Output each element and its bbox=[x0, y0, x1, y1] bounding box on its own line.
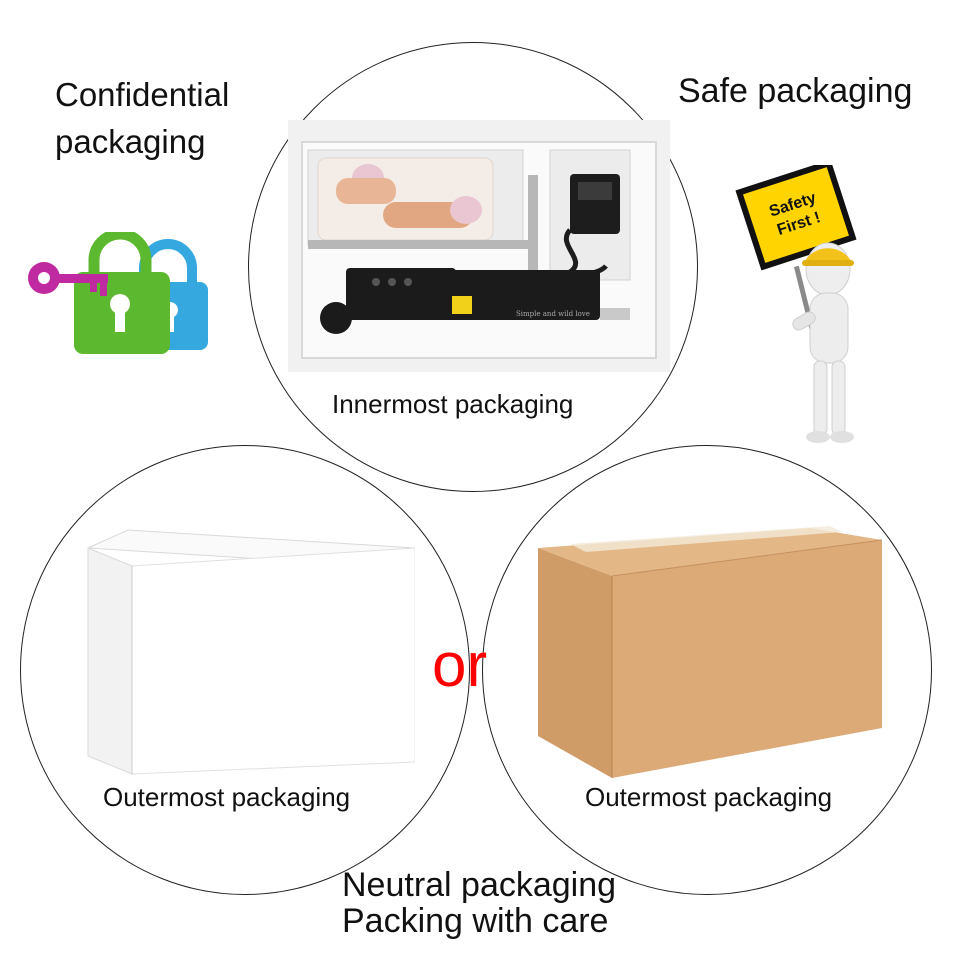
outermost-left-circle bbox=[20, 445, 470, 895]
safety-sign-icon: Safety First ! bbox=[735, 165, 857, 374]
outermost-right-circle bbox=[482, 445, 932, 895]
safety-first-figure: Safety First ! bbox=[735, 165, 857, 443]
neutral-packaging-text: Neutral packaging bbox=[342, 866, 617, 904]
outermost-caption-right: Outermost packaging bbox=[585, 782, 833, 812]
metal-rod bbox=[528, 175, 538, 285]
white-box-image bbox=[87, 529, 415, 775]
confidential-heading-line2: packaging bbox=[55, 122, 206, 160]
outermost-caption-left: Outermost packaging bbox=[103, 782, 351, 812]
lock-icon bbox=[28, 232, 208, 354]
confidential-heading-line1: Confidential bbox=[55, 76, 230, 113]
innermost-packaging-image: Simple and wild love bbox=[288, 120, 670, 372]
packing-tape bbox=[570, 526, 842, 552]
key-icon bbox=[28, 262, 108, 296]
cardboard-box-image bbox=[538, 526, 883, 778]
device-label: Simple and wild love bbox=[516, 310, 590, 318]
or-text: or bbox=[432, 631, 488, 700]
attachment-items bbox=[336, 164, 482, 228]
innermost-circle bbox=[248, 42, 698, 492]
confidential-heading: Confidential packaging bbox=[55, 76, 229, 161]
machine-body: Simple and wild love bbox=[320, 268, 630, 334]
packing-with-care-text: Packing with care bbox=[342, 902, 609, 940]
green-lock-icon bbox=[74, 232, 170, 354]
safe-packaging-heading: Safe packaging bbox=[678, 72, 913, 110]
innermost-caption: Innermost packaging bbox=[332, 389, 574, 419]
worker-figure-icon bbox=[792, 242, 854, 443]
